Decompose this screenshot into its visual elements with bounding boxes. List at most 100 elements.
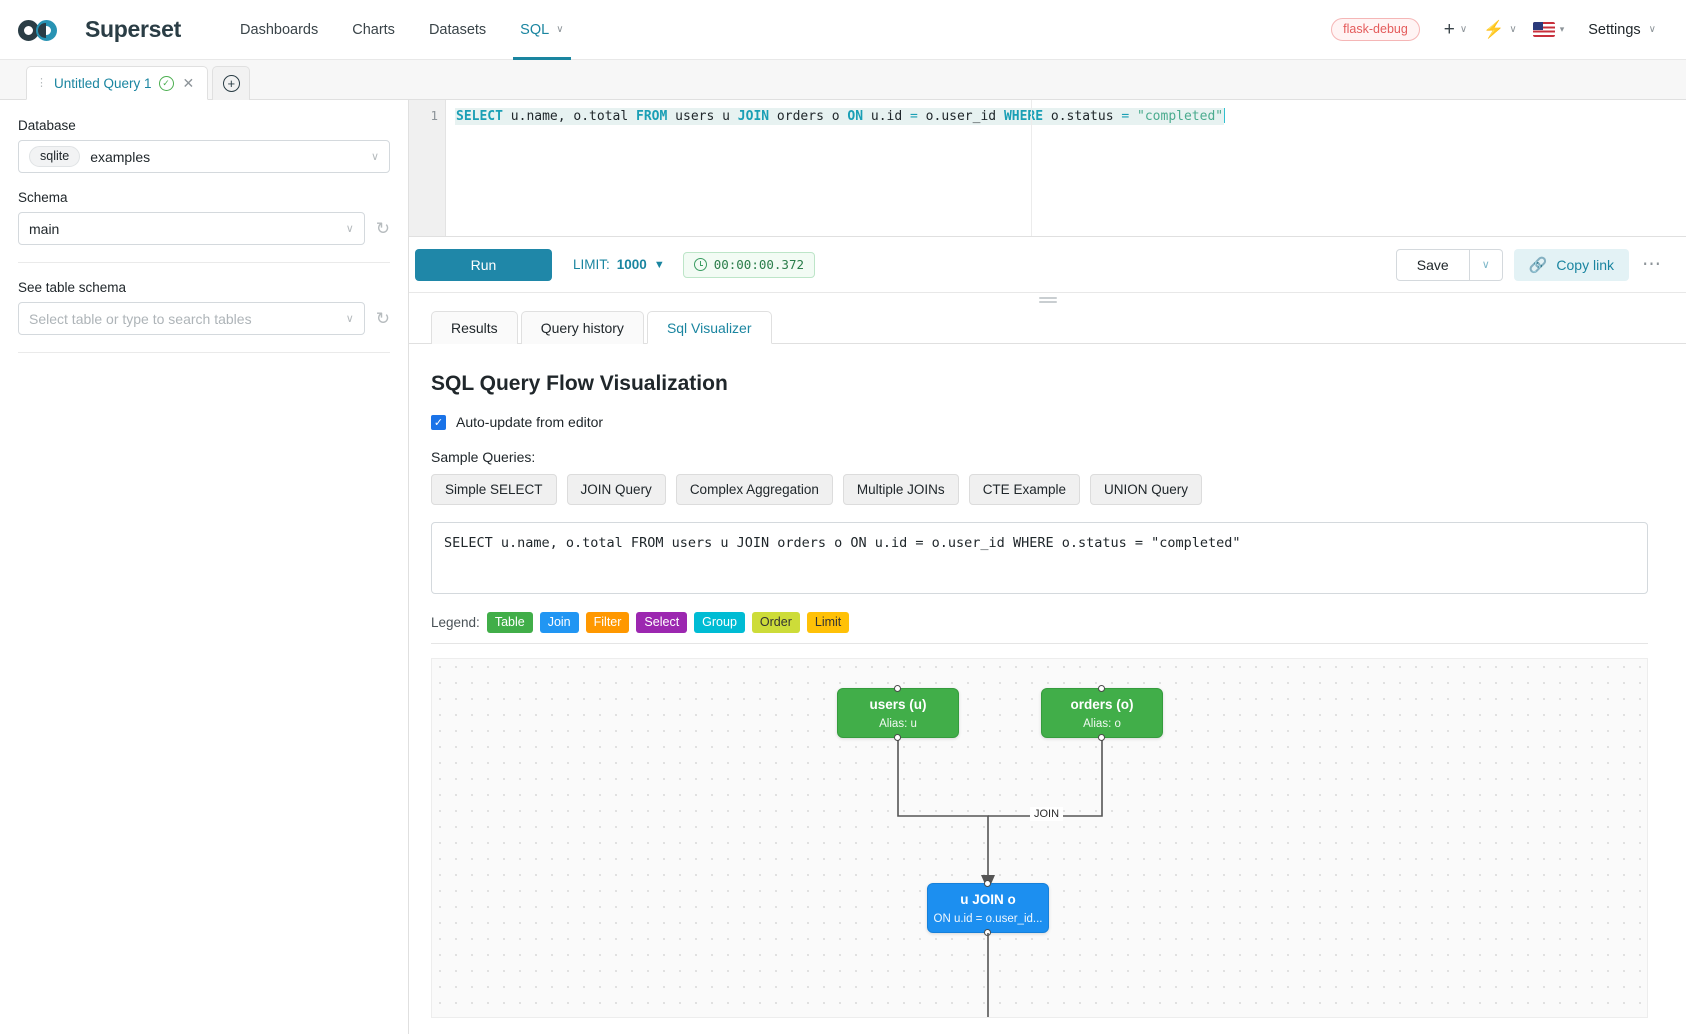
save-button-group: Save ∨ <box>1395 248 1503 281</box>
bolt-menu-button[interactable]: ⚡ ∨ <box>1477 17 1523 42</box>
node-handle-bottom[interactable] <box>894 734 901 741</box>
more-options-icon[interactable]: ⋯ <box>1642 254 1662 275</box>
table-select[interactable]: Select table or type to search tables ∨ <box>18 302 365 335</box>
success-check-icon: ✓ <box>158 75 174 91</box>
refresh-tables-icon[interactable]: ↻ <box>375 309 390 328</box>
database-row: sqlite examples ∨ <box>18 140 390 173</box>
legend-chip-select: Select <box>636 612 688 633</box>
node-title: orders (o) <box>1070 696 1134 712</box>
database-select[interactable]: sqlite examples ∨ <box>18 140 390 173</box>
sample-button-cte-example[interactable]: CTE Example <box>968 474 1080 505</box>
us-flag-icon <box>1532 22 1555 37</box>
chevron-down-icon: ∨ <box>345 313 354 325</box>
chevron-down-icon: ∨ <box>556 24 564 35</box>
pane-resize-handle[interactable] <box>409 293 1686 307</box>
database-label: Database <box>18 118 76 133</box>
left-panel: Database sqlite examples ∨ Schema main ∨… <box>0 100 409 1034</box>
node-subtitle: ON u.id = o.user_id... <box>933 912 1043 925</box>
legend-chip-filter: Filter <box>585 612 630 633</box>
nav-link-sql[interactable]: SQL ∨ <box>503 0 580 60</box>
node-subtitle: Alias: u <box>879 717 917 730</box>
nav-link-label: Dashboards <box>240 21 319 38</box>
tab-query-history[interactable]: Query history <box>520 311 644 344</box>
run-button[interactable]: Run <box>415 248 552 281</box>
save-dropdown-button[interactable]: ∨ <box>1469 248 1503 281</box>
sidebar-divider-bottom <box>18 352 390 353</box>
node-handle-bottom[interactable] <box>1098 734 1105 741</box>
node-handle-top[interactable] <box>1098 685 1105 692</box>
flow-canvas[interactable]: JOIN users (u) Alias: u orders (o) Alias… <box>431 658 1648 1018</box>
flow-edges <box>897 738 1103 891</box>
legend-chip-order: Order <box>751 612 800 633</box>
edge-label-join: JOIN <box>1030 807 1064 821</box>
tab-sql-visualizer[interactable]: Sql Visualizer <box>646 311 772 344</box>
sample-button-union-query[interactable]: UNION Query <box>1089 474 1202 505</box>
add-query-tab-button[interactable]: + <box>212 66 251 100</box>
sample-button-multiple-joins[interactable]: Multiple JOINs <box>842 474 959 505</box>
top-navbar: Superset Dashboards Charts Datasets SQL … <box>0 0 1686 60</box>
editor-code-area[interactable]: SELECT u.name, o.total FROM users u JOIN… <box>446 100 1686 236</box>
flow-node-orders[interactable]: orders (o) Alias: o <box>1041 685 1163 741</box>
clock-icon <box>693 257 707 271</box>
close-icon[interactable]: ✕ <box>182 74 195 91</box>
new-item-button[interactable]: + ∨ <box>1438 16 1473 43</box>
sql-code-line: SELECT u.name, o.total FROM users u JOIN… <box>455 108 1225 125</box>
editor-toolbar: Run LIMIT: 1000 ▼ 00:00:00.372 Save ∨ 🔗 … <box>409 237 1686 293</box>
sample-button-simple-select[interactable]: Simple SELECT <box>431 474 557 505</box>
sample-query-buttons: Simple SELECT JOIN Query Complex Aggrega… <box>431 474 1648 505</box>
sample-button-complex-aggregation[interactable]: Complex Aggregation <box>675 474 833 505</box>
sample-button-join-query[interactable]: JOIN Query <box>566 474 666 505</box>
visualizer-sql-input[interactable] <box>431 522 1648 594</box>
legend-divider <box>431 643 1648 644</box>
node-handle-bottom[interactable] <box>984 929 991 936</box>
query-tab-untitled-query-1[interactable]: ⋮ Untitled Query 1 ✓ ✕ <box>26 66 209 100</box>
nav-link-label: SQL <box>520 21 550 38</box>
auto-update-checkbox[interactable]: ✓ <box>431 414 446 430</box>
chevron-down-icon: ∨ <box>1509 23 1517 35</box>
legend-chip-limit: Limit <box>806 612 850 633</box>
schema-row: main ∨ ↻ <box>18 212 390 245</box>
tab-results[interactable]: Results <box>431 311 518 344</box>
sql-ace-editor[interactable]: 1 SELECT u.name, o.total FROM users u JO… <box>409 100 1686 237</box>
limit-dropdown[interactable]: LIMIT: 1000 ▼ <box>573 257 665 272</box>
schema-select[interactable]: main ∨ <box>18 212 365 245</box>
nav-right-group: flask-debug + ∨ ⚡ ∨ ▾ Settings ∨ <box>1331 16 1660 43</box>
tab-label: Sql Visualizer <box>666 319 752 336</box>
chevron-down-icon: ∨ <box>345 223 354 235</box>
brand-name: Superset <box>85 16 182 42</box>
settings-menu[interactable]: Settings ∨ <box>1574 22 1660 38</box>
chevron-down-icon: ∨ <box>1459 23 1468 35</box>
page-title: SQL Query Flow Visualization <box>431 372 728 395</box>
nav-link-dashboards[interactable]: Dashboards <box>223 0 335 59</box>
drag-dots-icon: ⋮ <box>36 77 47 89</box>
query-timer-badge: 00:00:00.372 <box>682 251 816 278</box>
nav-link-charts[interactable]: Charts <box>335 0 412 59</box>
node-handle-top[interactable] <box>894 685 901 692</box>
refresh-schema-icon[interactable]: ↻ <box>375 219 390 238</box>
legend-chip-table: Table <box>486 612 533 633</box>
caret-down-icon: ▼ <box>653 258 665 271</box>
limit-label: LIMIT: <box>573 257 610 272</box>
sample-queries-label: Sample Queries: <box>431 449 536 465</box>
nav-link-datasets[interactable]: Datasets <box>412 0 503 59</box>
node-handle-top[interactable] <box>984 880 991 887</box>
copy-link-button[interactable]: 🔗 Copy link <box>1513 248 1629 281</box>
chevron-down-icon: ∨ <box>370 151 379 163</box>
flow-node-users[interactable]: users (u) Alias: u <box>837 685 959 741</box>
save-button[interactable]: Save <box>1395 248 1470 281</box>
nav-link-label: Charts <box>352 21 395 38</box>
caret-down-icon: ▾ <box>1559 24 1565 34</box>
table-placeholder: Select table or type to search tables <box>29 310 252 327</box>
nav-links: Dashboards Charts Datasets SQL ∨ <box>223 0 580 60</box>
sidebar-divider <box>18 262 390 263</box>
editor-pane: 1 SELECT u.name, o.total FROM users u JO… <box>409 100 1686 1034</box>
legend: Legend: Table Join Filter Select Group O… <box>431 612 1648 633</box>
flow-node-join[interactable]: u JOIN o ON u.id = o.user_id... <box>927 880 1049 936</box>
limit-value: 1000 <box>616 257 647 272</box>
legend-chip-group: Group <box>694 612 745 633</box>
node-title: users (u) <box>869 696 927 712</box>
auto-update-row: ✓ Auto-update from editor <box>431 414 1648 430</box>
language-selector[interactable]: ▾ <box>1527 18 1571 41</box>
flask-debug-badge: flask-debug <box>1331 18 1420 41</box>
brand-logo-area[interactable]: Superset <box>18 16 181 43</box>
